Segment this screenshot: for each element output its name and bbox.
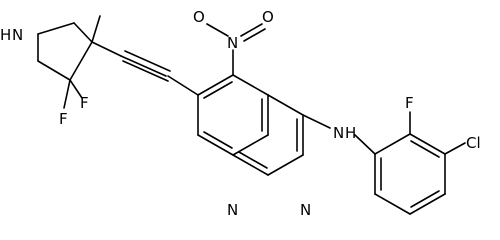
molecule-structure-diagram: H N F F O N O N H F Cl N N xyxy=(0,8,481,219)
atom-nitro-n: N xyxy=(227,34,238,52)
bond-ring-ch2-nh xyxy=(37,22,75,35)
bond-lines xyxy=(37,15,466,215)
atom-labels: H N F F O N O N H F Cl N N xyxy=(0,8,481,219)
bond-c8-c8a-inner xyxy=(203,131,233,149)
bond-alkyne-ring xyxy=(167,75,199,96)
bond-c4-nh xyxy=(302,114,331,129)
bond-ring-cquat-cf2 xyxy=(69,41,93,81)
bond-nitro-n-o-right xyxy=(240,23,263,37)
bond-alkyne-3 xyxy=(124,50,171,72)
atom-quinazoline-n1: N xyxy=(227,201,238,219)
bond-cquat-alkyne xyxy=(91,41,122,57)
bond-c6-c7 xyxy=(197,74,234,96)
bond-c4a-c4 xyxy=(267,94,304,116)
atom-nitro-o-top: O xyxy=(193,8,205,26)
atom-pyrrolidine-h: H xyxy=(0,26,11,44)
bond-c8-c8a xyxy=(197,134,234,156)
bond-nitro-n-o-top xyxy=(206,23,229,37)
bond-aryl-c2-c3 xyxy=(409,133,446,155)
bond-aryl-c2-c3-inner xyxy=(410,140,440,158)
bond-aryl-c4-c5 xyxy=(409,193,446,215)
atom-ring-fluoro-2: F xyxy=(59,110,68,128)
bond-cf-2 xyxy=(63,79,71,109)
atom-aryl-chloro: Cl xyxy=(466,134,481,152)
atom-pyrrolidine-n: N xyxy=(12,26,23,44)
bond-aryl-c4-c5-inner xyxy=(410,190,440,208)
atom-nitro-o-right: O xyxy=(262,8,274,26)
atom-ring-fluoro-1: F xyxy=(80,94,89,112)
bond-c6-c7-inner xyxy=(203,81,233,99)
bond-nitro-n-o-right-double xyxy=(243,28,266,42)
atom-aniline-h: H xyxy=(345,124,356,142)
bond-aryl-chloro xyxy=(444,142,466,155)
bond-c2-n1 xyxy=(232,154,269,176)
bond-cf-1 xyxy=(69,79,83,99)
bond-n3-c2 xyxy=(267,154,304,176)
bond-c6-c5 xyxy=(232,74,269,96)
atom-aryl-fluoro: F xyxy=(405,94,414,112)
bond-c2-n1-inner xyxy=(238,151,268,169)
atom-quinazoline-n3: N xyxy=(300,201,311,219)
bond-nh-aryl xyxy=(354,134,376,155)
bond-ring-ch2-cf2 xyxy=(37,60,71,81)
bond-methyl xyxy=(91,15,101,43)
atom-aniline-n: N xyxy=(333,124,344,142)
bond-aryl-c1-c2 xyxy=(374,133,411,155)
bond-alkyne-2 xyxy=(122,60,169,82)
bond-aryl-c5-c6 xyxy=(374,193,411,215)
bond-ring-ch2-cquat xyxy=(73,22,93,43)
bond-alkyne-1 xyxy=(120,55,167,77)
